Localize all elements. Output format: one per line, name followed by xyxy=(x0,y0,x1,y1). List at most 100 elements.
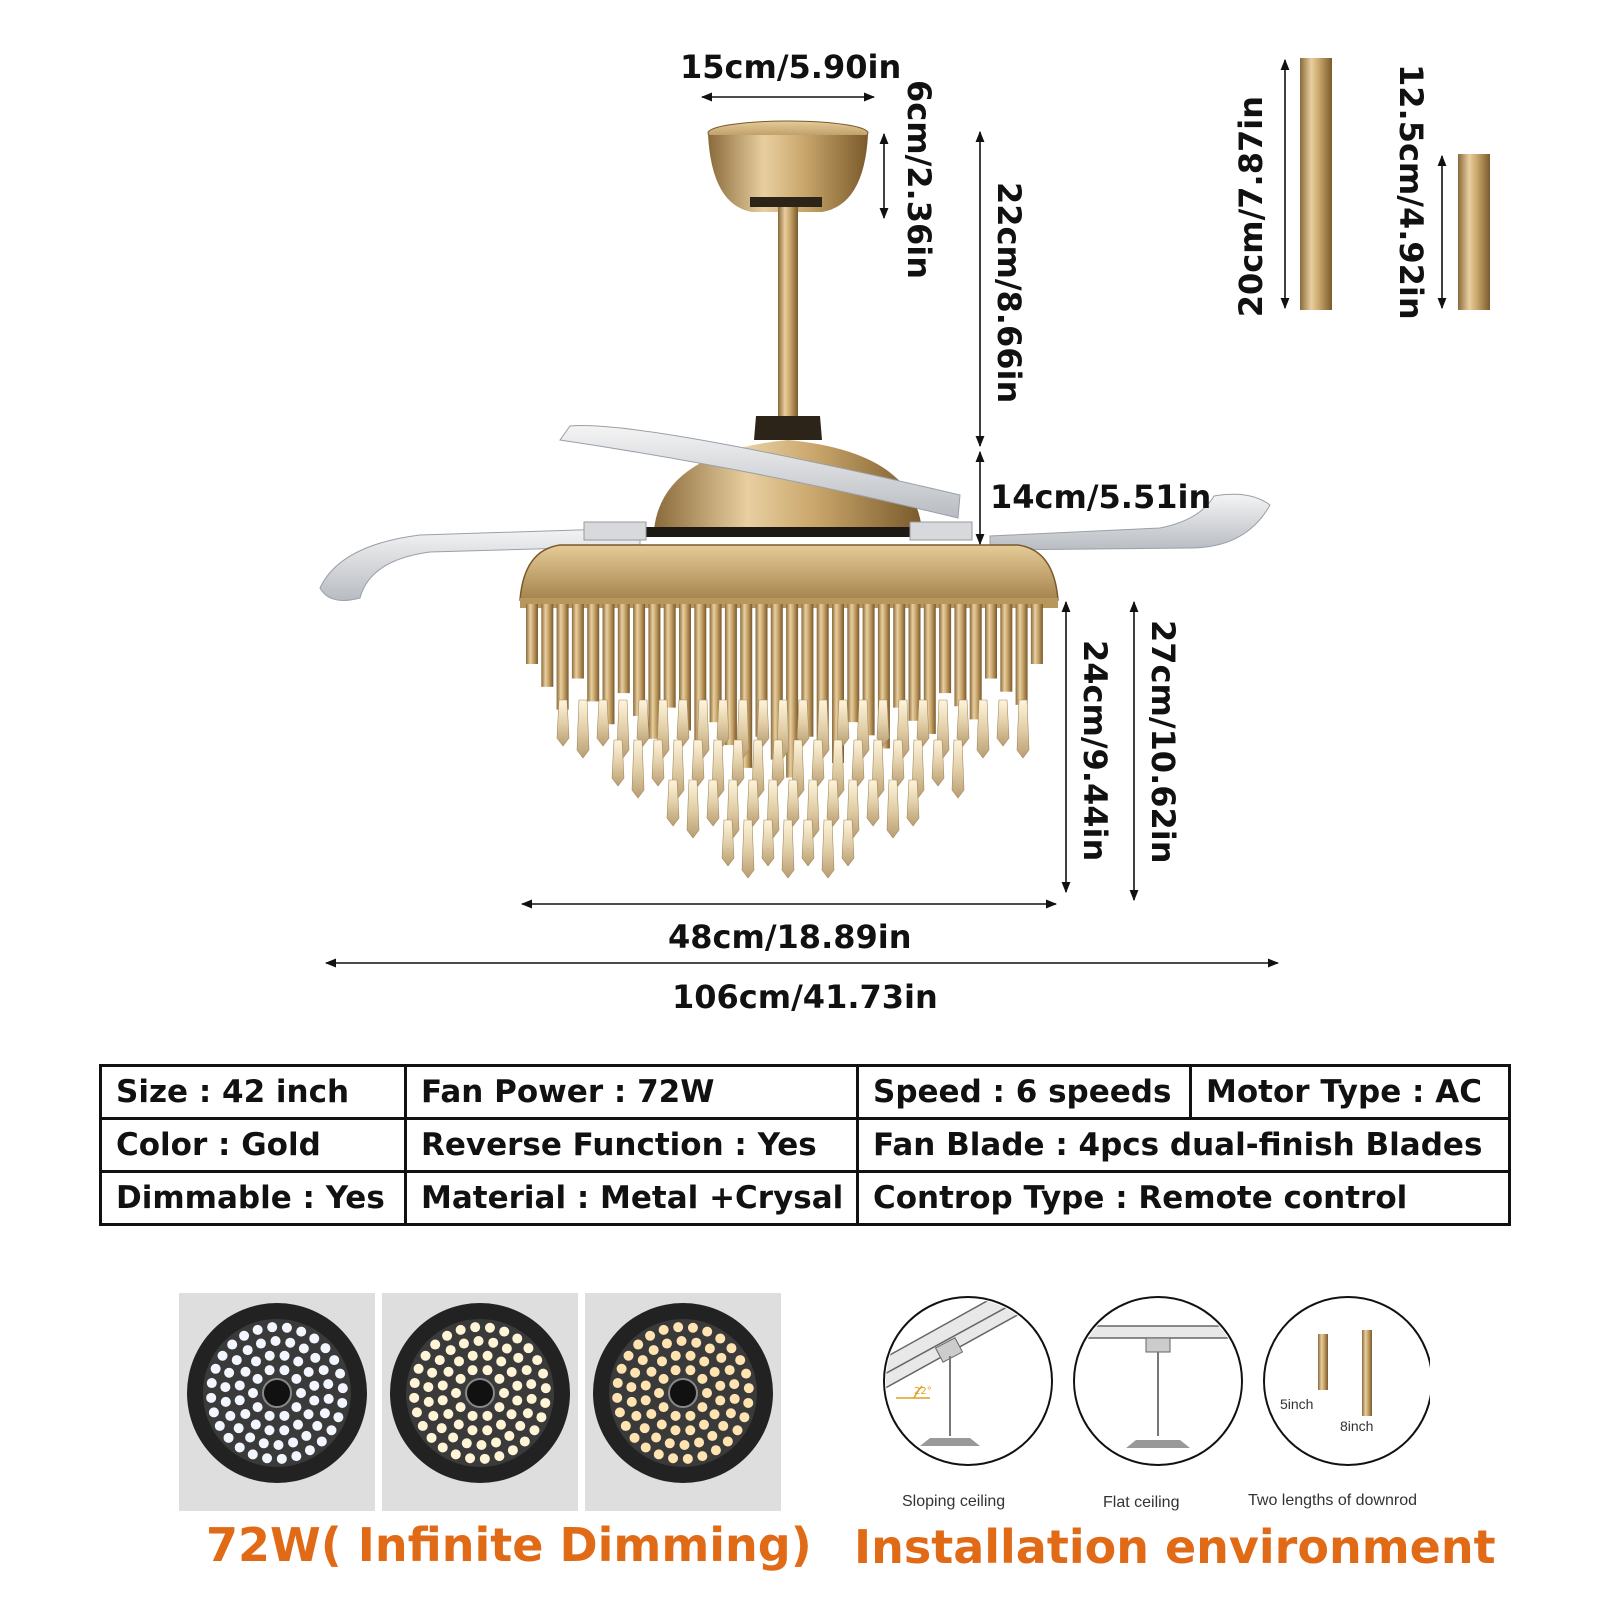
led-dot xyxy=(656,1419,667,1430)
led-dot xyxy=(310,1352,321,1363)
led-dot xyxy=(513,1352,524,1363)
led-dot xyxy=(506,1409,517,1420)
led-dot xyxy=(264,1350,275,1361)
gold-rod xyxy=(969,604,982,720)
crystal xyxy=(951,739,965,799)
led-dot xyxy=(661,1338,672,1349)
led-dot xyxy=(715,1333,726,1344)
led-dot xyxy=(247,1449,258,1460)
led-dot xyxy=(697,1373,708,1384)
led-dot xyxy=(240,1366,251,1377)
led-dot xyxy=(668,1453,679,1464)
crystal xyxy=(756,699,770,747)
led-dot xyxy=(515,1420,526,1431)
light-body xyxy=(519,544,1059,608)
led-dot xyxy=(262,1453,273,1464)
span-width-label: 106cm/41.73in xyxy=(672,978,938,1016)
led-dot xyxy=(540,1397,551,1408)
crystal xyxy=(686,779,700,839)
led-dot xyxy=(437,1380,448,1391)
led-dot xyxy=(252,1324,263,1335)
gold-rod xyxy=(663,604,676,708)
led-dot xyxy=(698,1419,709,1430)
sloping-ceiling-diagram: 22° xyxy=(883,1296,1053,1466)
led-dot xyxy=(685,1365,696,1376)
rod-long-label: 20cm/7.87in xyxy=(1232,96,1270,318)
led-dot xyxy=(288,1437,299,1448)
led-dot xyxy=(741,1368,752,1379)
led-dot xyxy=(529,1425,540,1436)
led-dot xyxy=(724,1365,735,1376)
led-dot xyxy=(436,1423,447,1434)
crystal xyxy=(976,699,990,759)
led-dot xyxy=(251,1356,262,1367)
sloping-angle-text: 22° xyxy=(914,1386,932,1397)
crystal xyxy=(716,699,730,747)
led-dot xyxy=(673,1322,684,1333)
led-dot xyxy=(715,1380,726,1391)
led-dot xyxy=(264,1410,275,1421)
led-dot xyxy=(301,1430,312,1441)
led-dot xyxy=(264,1425,275,1436)
led-dot xyxy=(482,1425,493,1436)
led-dot xyxy=(507,1445,518,1456)
gold-rod xyxy=(1030,604,1043,664)
led-dot xyxy=(316,1436,327,1447)
led-dot xyxy=(467,1410,478,1421)
led-dot xyxy=(538,1368,549,1379)
led-dot xyxy=(640,1442,651,1453)
crystal xyxy=(781,819,795,879)
led-dot xyxy=(453,1419,464,1430)
led-dot xyxy=(710,1445,721,1456)
led-dot xyxy=(430,1339,441,1350)
led-dot xyxy=(494,1402,505,1413)
crystal xyxy=(676,699,690,747)
crystal xyxy=(771,739,785,787)
led-dot xyxy=(437,1395,448,1406)
crystals xyxy=(556,699,1030,879)
gold-rod xyxy=(526,604,538,664)
led-dot xyxy=(217,1350,228,1361)
crystal xyxy=(836,699,850,747)
led-dot xyxy=(664,1438,675,1449)
led-dot xyxy=(279,1410,290,1421)
downrod-lengths-label: Two lengths of downrod xyxy=(1248,1492,1417,1509)
led-dot xyxy=(231,1355,242,1366)
led-dot xyxy=(210,1363,221,1374)
led-dot xyxy=(523,1343,534,1354)
gold-rod xyxy=(985,604,997,679)
crystal xyxy=(556,699,570,747)
led-dot xyxy=(223,1432,234,1443)
led-dot xyxy=(470,1322,481,1333)
led-dot xyxy=(437,1442,448,1453)
spec-table: Size : 42 inch Fan Power : 72W Speed : 6… xyxy=(99,1064,1511,1226)
led-dot xyxy=(519,1436,530,1447)
led-dot xyxy=(279,1350,290,1361)
led-dot xyxy=(612,1392,623,1403)
led-dot xyxy=(725,1408,736,1419)
led-dot xyxy=(658,1324,669,1335)
spec-control-type: Controp Type : Remote control xyxy=(856,1170,1511,1226)
led-dot xyxy=(279,1365,290,1376)
led-dot xyxy=(685,1410,696,1421)
table-row: Dimmable : Yes Material : Metal +Crysal … xyxy=(99,1170,1511,1226)
led-dot xyxy=(484,1322,495,1333)
gold-rod xyxy=(939,604,952,694)
led-dot xyxy=(494,1373,505,1384)
canopy xyxy=(707,120,869,212)
led-dot xyxy=(743,1397,754,1408)
downrod-length-label: 22cm/8.66in xyxy=(990,182,1028,404)
canopy-width-label: 15cm/5.90in xyxy=(680,48,902,86)
led-dot xyxy=(293,1356,304,1367)
led-dot xyxy=(676,1336,687,1347)
led-dot xyxy=(521,1365,532,1376)
led-dot xyxy=(476,1439,487,1450)
led-dot xyxy=(255,1338,266,1349)
led-dot xyxy=(651,1432,662,1443)
led-dot xyxy=(208,1407,219,1418)
gold-rod xyxy=(648,604,661,739)
led-dot xyxy=(670,1410,681,1421)
crystal xyxy=(746,779,760,827)
led-dot xyxy=(455,1373,466,1384)
crystal xyxy=(876,699,890,747)
